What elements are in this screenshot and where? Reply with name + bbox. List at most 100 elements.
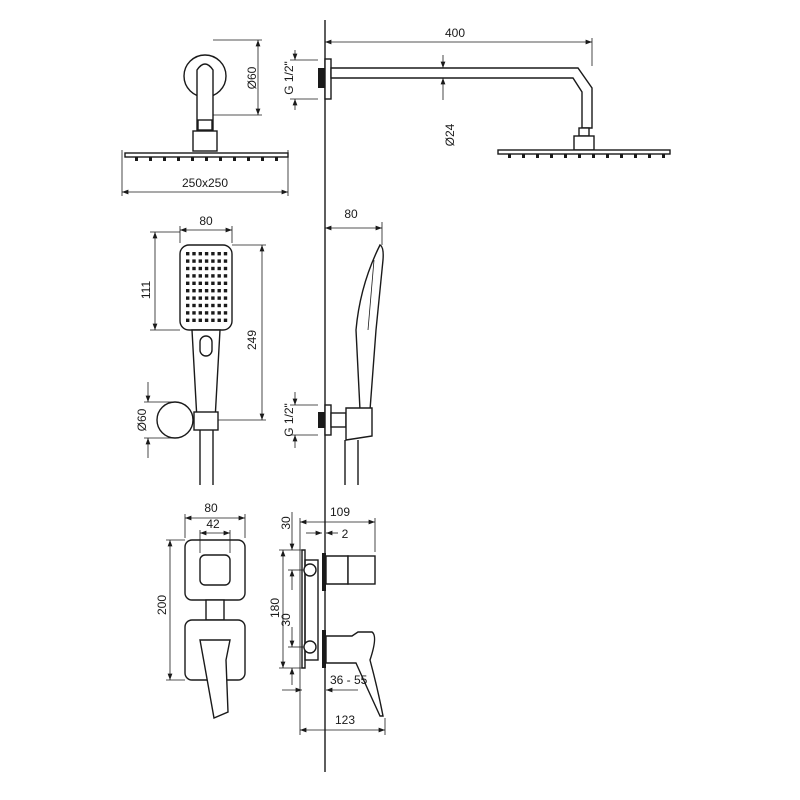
mixer-total-depth-label: 123: [335, 713, 355, 727]
spray-nozzle: [211, 289, 215, 293]
spray-nozzle: [217, 259, 221, 263]
hand-thread-label: G 1/2": [282, 403, 296, 437]
spray-nozzle: [217, 303, 221, 308]
spray-nozzle: [204, 281, 209, 285]
spray-nozzle: [192, 266, 196, 271]
spray-nozzle: [211, 259, 215, 263]
nozzle: [564, 154, 567, 158]
mixer-install-depth-label: 36 - 55: [330, 673, 368, 687]
nozzle: [536, 154, 539, 158]
spray-nozzle: [223, 311, 228, 315]
spray-nozzle: [204, 259, 209, 263]
spray-nozzle: [204, 252, 209, 256]
mixer-top-offset-label: 30: [279, 516, 293, 530]
nozzle: [620, 154, 623, 158]
spray-nozzle: [186, 274, 190, 278]
spray-nozzle: [192, 259, 196, 263]
mixer-height-label: 200: [155, 595, 169, 615]
spray-nozzle: [211, 296, 215, 300]
spray-nozzle: [223, 274, 228, 278]
spray-nozzle: [192, 296, 196, 300]
spray-nozzle: [198, 311, 202, 315]
spray-nozzle: [217, 318, 221, 322]
mixer-inner-width-label: 42: [206, 517, 220, 531]
nozzle: [177, 157, 180, 161]
spray-nozzle: [198, 303, 202, 308]
nozzle: [578, 154, 581, 158]
spray-nozzle: [217, 289, 221, 293]
spray-nozzle: [186, 259, 190, 263]
mixer-body-height-label: 180: [268, 598, 282, 618]
spray-nozzle: [198, 281, 202, 285]
spray-nozzle: [186, 303, 190, 308]
nozzle: [275, 157, 278, 161]
spray-nozzle: [204, 266, 209, 271]
spray-nozzle: [204, 274, 209, 278]
spray-nozzle: [192, 252, 196, 256]
hand-elbow-dia-label: Ø60: [135, 408, 149, 431]
spray-nozzle: [223, 259, 228, 263]
spray-nozzle: [198, 266, 202, 271]
nozzle: [191, 157, 194, 161]
nozzle: [634, 154, 637, 158]
nozzle: [592, 154, 595, 158]
nozzle: [550, 154, 553, 158]
nozzle: [247, 157, 250, 161]
spray-nozzle: [192, 318, 196, 322]
spray-nozzle: [223, 296, 228, 300]
spray-nozzle: [186, 311, 190, 315]
spray-nozzle: [192, 274, 196, 278]
mixer-wall-gap-label: 2: [342, 527, 349, 541]
spray-nozzle: [211, 252, 215, 256]
spray-nozzle: [223, 303, 228, 308]
head-shower-side-view: G 1/2" 400 Ø24: [282, 26, 671, 158]
spray-nozzle: [186, 296, 190, 300]
spray-nozzle: [198, 252, 202, 256]
spray-nozzle: [186, 252, 190, 256]
mixer-width-label: 80: [204, 501, 218, 515]
spray-nozzle: [211, 311, 215, 315]
hand-shower-side-view: 80 G 1/2": [282, 207, 384, 485]
spray-nozzle: [192, 311, 196, 315]
spray-nozzle: [211, 318, 215, 322]
spray-nozzle: [211, 303, 215, 308]
spray-nozzle: [204, 303, 209, 308]
nozzle: [508, 154, 511, 158]
spray-nozzle: [217, 266, 221, 271]
spray-nozzle: [192, 281, 196, 285]
nozzle: [648, 154, 651, 158]
head-thread-label: G 1/2": [282, 61, 296, 95]
spray-nozzle: [217, 296, 221, 300]
spray-nozzle: [204, 311, 209, 315]
spray-nozzle: [204, 318, 209, 322]
head-arm-length-label: 400: [445, 26, 465, 40]
spray-nozzle: [223, 281, 228, 285]
nozzle: [205, 157, 208, 161]
nozzle: [149, 157, 152, 161]
spray-nozzle: [223, 289, 228, 293]
spray-nozzle: [192, 289, 196, 293]
spray-nozzle: [217, 252, 221, 256]
spray-nozzle: [223, 266, 228, 271]
spray-nozzle: [186, 266, 190, 271]
spray-nozzle: [198, 274, 202, 278]
head-shower-front-view: Ø60 250x250: [121, 39, 289, 196]
nozzle: [261, 157, 264, 161]
nozzle: [662, 154, 665, 158]
spray-nozzle: [223, 252, 228, 256]
spray-nozzle: [186, 281, 190, 285]
hand-length-label: 249: [245, 330, 259, 350]
spray-nozzle: [204, 296, 209, 300]
mixer-depth-label: 109: [330, 505, 350, 519]
spray-nozzle: [223, 318, 228, 322]
spray-nozzle: [217, 311, 221, 315]
spray-nozzle: [198, 296, 202, 300]
head-arm-dia-label: Ø24: [443, 123, 457, 146]
mixer-side-view: 109 2 180 30 30 36 - 55 123: [268, 505, 386, 735]
hand-shower-front-view: 80 111 249 Ø60: [135, 214, 266, 485]
nozzle: [219, 157, 222, 161]
spray-nozzle: [211, 266, 215, 271]
spray-nozzle: [198, 289, 202, 293]
spray-nozzle: [204, 289, 209, 293]
